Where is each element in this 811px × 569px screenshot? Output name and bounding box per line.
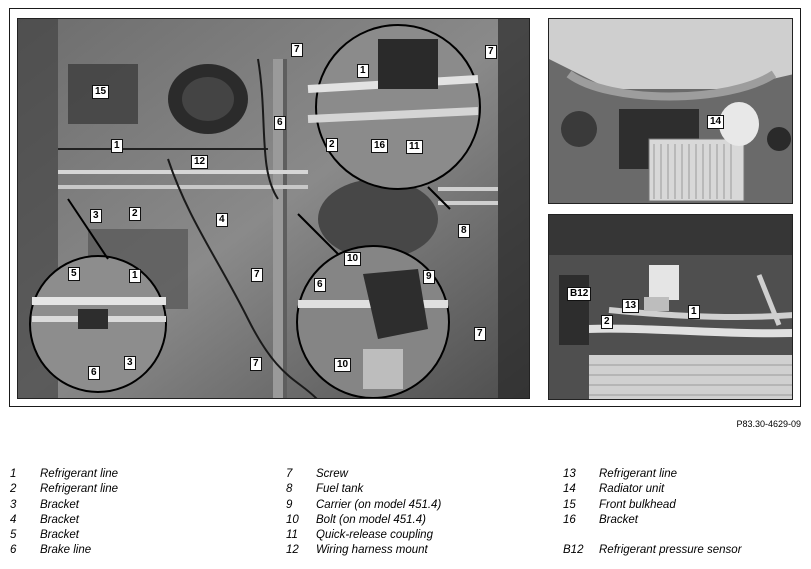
legend-label: Refrigerant line — [599, 468, 677, 480]
callout-3-main: 3 — [90, 209, 102, 223]
callout-1-inset: 1 — [357, 64, 369, 78]
radiator-photo: 14 — [548, 18, 793, 204]
callout-5: 5 — [68, 267, 80, 281]
legend-number: 11 — [286, 529, 298, 542]
legend-number: 12 — [286, 544, 299, 557]
callout-2-br: 2 — [601, 315, 613, 329]
pressure-sensor-photo: B12 2 13 1 — [548, 214, 793, 400]
callout-13: 13 — [622, 299, 640, 313]
legend-label: Front bulkhead — [599, 498, 676, 511]
legend-number: 8 — [286, 483, 293, 496]
callout-b12: B12 — [567, 287, 592, 301]
legend-label: Bracket — [40, 513, 79, 526]
legend-number: 7 — [286, 468, 293, 480]
pressure-sensor-illustration — [549, 215, 792, 399]
legend-label: Carrier (on model 451.4) — [316, 498, 442, 511]
legend-number: 10 — [286, 513, 299, 526]
callout-7-right: 7 — [485, 45, 497, 59]
callout-7-left: 7 — [251, 268, 263, 282]
legend-number: 13 — [563, 468, 576, 480]
callout-16: 16 — [371, 139, 389, 153]
callout-6-left-inset: 6 — [88, 366, 100, 380]
callout-4: 4 — [216, 213, 228, 227]
callout-9: 9 — [423, 270, 435, 284]
legend-number: 15 — [563, 498, 576, 511]
callout-6-top: 6 — [274, 116, 286, 130]
legend-number: 3 — [10, 498, 17, 511]
callout-3-left-inset: 3 — [124, 356, 136, 370]
callout-1-br: 1 — [688, 305, 700, 319]
callout-6-inset: 6 — [314, 278, 326, 292]
callout-8: 8 — [458, 224, 470, 238]
legend-number: 1 — [10, 468, 17, 480]
legend-label: Screw — [316, 468, 348, 480]
legend-number: 2 — [10, 483, 17, 496]
callout-10-bottom: 10 — [334, 358, 352, 372]
legend-number: 14 — [563, 483, 576, 496]
callout-10-top: 10 — [344, 252, 362, 266]
callout-7-bottom-right: 7 — [474, 327, 486, 341]
callout-1-left-inset: 1 — [129, 269, 141, 283]
callout-15: 15 — [92, 85, 110, 99]
legend-label: Refrigerant line — [40, 468, 118, 480]
underbody-illustration — [18, 19, 529, 398]
legend-label: Bracket — [599, 513, 638, 526]
callout-11: 11 — [406, 140, 423, 154]
callout-7-bottom: 7 — [250, 357, 262, 371]
radiator-illustration — [549, 19, 792, 203]
legend-number: 6 — [10, 544, 17, 557]
legend-label: Fuel tank — [316, 483, 364, 496]
legend-label: Quick-release coupling — [316, 529, 433, 542]
legend-number: 16 — [563, 513, 576, 526]
figure-reference: P83.30-4629-09 — [736, 419, 801, 429]
legend-label: Refrigerant line — [40, 483, 118, 496]
callout-7-top: 7 — [291, 43, 303, 57]
legend-label: Wiring harness mount — [316, 544, 428, 557]
legend-label: Bracket — [40, 498, 79, 511]
legend-label: Radiator unit — [599, 483, 665, 496]
callout-1-main: 1 — [111, 139, 123, 153]
legend-number: B12 — [563, 544, 584, 557]
legend-label: Bolt (on model 451.4) — [316, 513, 426, 526]
legend-label: Brake line — [40, 544, 92, 557]
callout-2-main: 2 — [129, 207, 141, 221]
legend-number: 5 — [10, 529, 17, 542]
callout-14: 14 — [707, 115, 725, 129]
main-underbody-photo: 7 7 15 6 1 12 2 3 4 7 8 7 7 1 16 2 11 10… — [17, 18, 530, 399]
legend-number: 9 — [286, 498, 293, 511]
legend-label: Bracket — [40, 529, 79, 542]
legend-number: 4 — [10, 513, 17, 526]
callout-12: 12 — [191, 155, 209, 169]
callout-2-inset: 2 — [326, 138, 338, 152]
legend-label: Refrigerant pressure sensor — [599, 544, 742, 557]
